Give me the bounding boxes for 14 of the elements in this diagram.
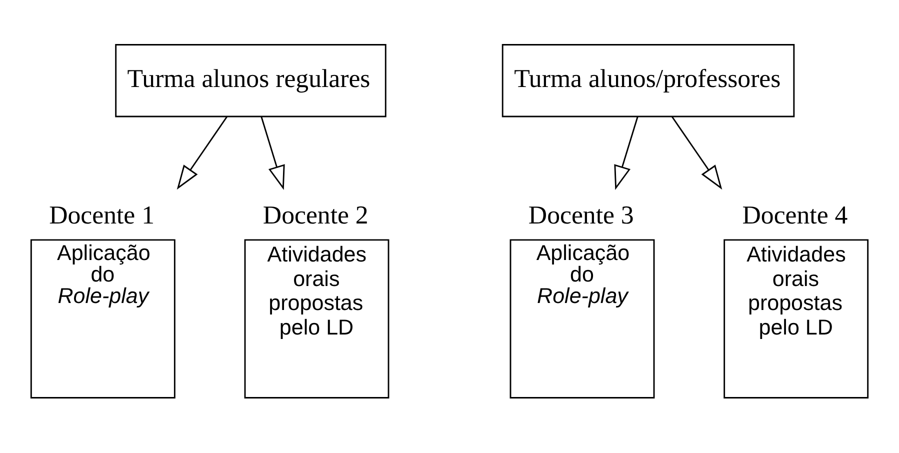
node-label: Docente 2 xyxy=(262,200,368,229)
node-box: Turma alunos/professores xyxy=(502,44,795,117)
node-box: Aplicação do Role-play xyxy=(510,238,655,398)
node-label: Docente 1 xyxy=(49,200,155,229)
node-box: Atividades orais propostas pelo LD xyxy=(724,238,869,398)
node-label: Docente 3 xyxy=(528,200,634,229)
arrow xyxy=(176,116,228,190)
node-box: Aplicação do Role-play xyxy=(30,238,176,398)
node-label: Docente 4 xyxy=(742,200,848,229)
node-box: Turma alunos regulares xyxy=(115,44,386,117)
arrow xyxy=(614,116,638,190)
arrow xyxy=(260,116,285,190)
arrow xyxy=(671,116,722,190)
node-box: Atividades orais propostas pelo LD xyxy=(244,238,390,398)
